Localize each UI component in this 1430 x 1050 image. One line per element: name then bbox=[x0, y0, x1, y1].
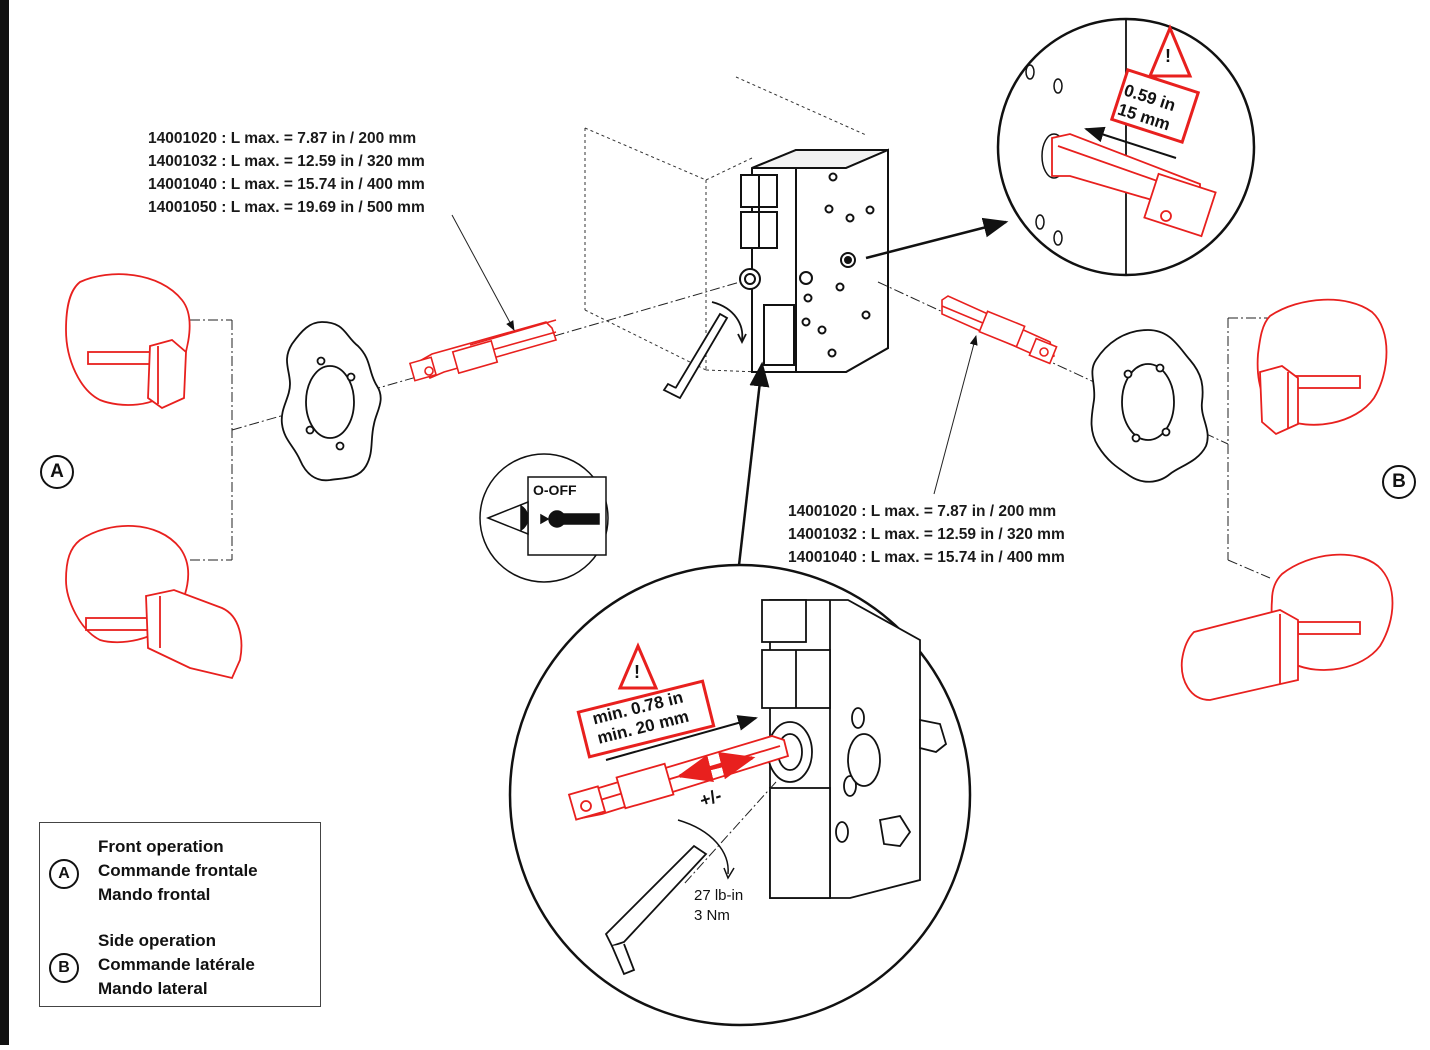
warning-top-symbol: ! bbox=[1165, 46, 1171, 66]
handle-side-bottom bbox=[1180, 553, 1394, 701]
hex-key-small bbox=[662, 301, 747, 400]
off-indicator-icon bbox=[479, 453, 609, 583]
spec-right-row: 14001040 : L max. = 15.74 in / 400 mm bbox=[788, 549, 1065, 566]
axis-right bbox=[877, 281, 1271, 579]
legend-b-line: Mando lateral bbox=[98, 979, 208, 998]
legend-badge-a: A bbox=[49, 859, 79, 889]
left-escutcheon bbox=[280, 321, 382, 482]
leader-left bbox=[451, 214, 515, 331]
legend-badge-b: B bbox=[49, 953, 79, 983]
handle-front-top bbox=[65, 273, 191, 410]
spec-left-row: 14001050 : L max. = 19.69 in / 500 mm bbox=[148, 199, 425, 216]
zoom-detail-bottom bbox=[508, 563, 972, 1027]
switch-body bbox=[739, 148, 889, 373]
spec-list-right: 14001020 : L max. = 7.87 in / 200 mm 140… bbox=[788, 500, 1065, 569]
legend-a-line: Commande frontale bbox=[98, 861, 258, 880]
axis-left bbox=[190, 281, 741, 561]
legend-a-line: Mando frontal bbox=[98, 885, 211, 904]
torque-line2: 3 Nm bbox=[694, 907, 730, 924]
zoom-leader-bottom bbox=[736, 361, 770, 575]
spec-left-row: 14001020 : L max. = 7.87 in / 200 mm bbox=[148, 130, 417, 147]
off-indicator-label: O-OFF bbox=[533, 482, 577, 498]
right-escutcheon bbox=[1090, 329, 1209, 483]
legend-lines-a: Front operation Commande frontale Mando … bbox=[98, 835, 258, 907]
leader-right bbox=[933, 335, 978, 495]
legend-box: A Front operation Commande frontale Mand… bbox=[39, 822, 321, 1007]
legend-b-line: Commande latérale bbox=[98, 955, 255, 974]
left-shaft bbox=[408, 319, 558, 382]
spec-left-row: 14001040 : L max. = 15.74 in / 400 mm bbox=[148, 176, 425, 193]
right-shaft bbox=[941, 295, 1058, 365]
torque-spec: 27 lb-in 3 Nm bbox=[694, 886, 743, 926]
spec-right-row: 14001032 : L max. = 12.59 in / 320 mm bbox=[788, 526, 1065, 543]
label-a: A bbox=[40, 455, 74, 489]
zoom-leader-top bbox=[865, 217, 1009, 260]
legend-lines-b: Side operation Commande latérale Mando l… bbox=[98, 929, 255, 1001]
spec-right-row: 14001020 : L max. = 7.87 in / 200 mm bbox=[788, 503, 1057, 520]
legend-a-line: Front operation bbox=[98, 837, 224, 856]
zoom-detail-top bbox=[996, 17, 1256, 277]
spec-list-left: 14001020 : L max. = 7.87 in / 200 mm 140… bbox=[148, 127, 425, 219]
label-b: B bbox=[1382, 465, 1416, 499]
spec-left-row: 14001032 : L max. = 12.59 in / 320 mm bbox=[148, 153, 425, 170]
handle-side-top bbox=[1256, 298, 1388, 436]
page-border bbox=[0, 0, 9, 1045]
torque-line1: 27 lb-in bbox=[694, 887, 744, 904]
legend-b-line: Side operation bbox=[98, 931, 217, 950]
handle-front-bottom bbox=[65, 524, 243, 680]
warning-bottom-symbol: ! bbox=[634, 662, 640, 682]
